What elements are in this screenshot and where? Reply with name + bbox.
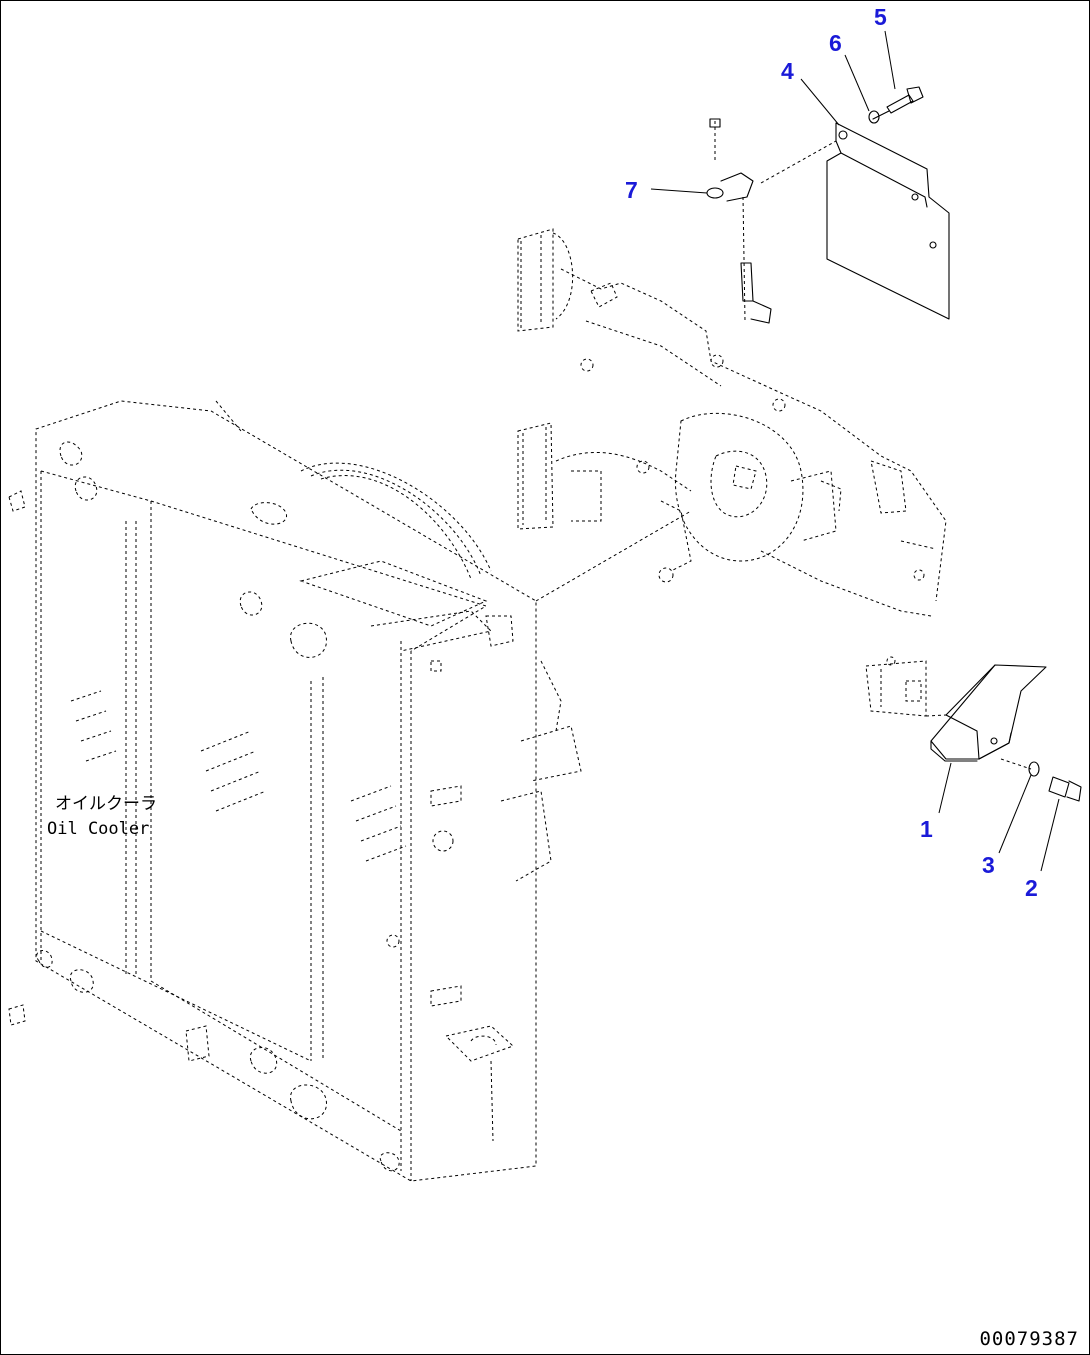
oil-cooler-label-en: Oil Cooler	[47, 819, 149, 839]
fan-frame	[517, 228, 947, 717]
clip-part-7	[706, 118, 772, 324]
bolt-part-2	[1000, 758, 1082, 802]
oil-cooler-label-jp: オイルクーラ	[55, 794, 157, 814]
bolt-part-5	[872, 86, 924, 120]
callout-1: 1	[920, 816, 933, 842]
bracket-plate-part-4	[760, 122, 950, 320]
oil-cooler	[8, 400, 582, 1182]
drawing-number: 00079387	[979, 1328, 1079, 1350]
callout-3: 3	[982, 852, 995, 878]
washer-part-3	[1028, 761, 1040, 777]
bracket-part-1	[925, 664, 1047, 762]
leader-lines	[650, 30, 1060, 872]
callout-4: 4	[781, 58, 794, 84]
callout-2: 2	[1025, 875, 1038, 901]
callout-7: 7	[625, 177, 638, 203]
callout-6: 6	[829, 30, 842, 56]
washer-part-6	[868, 110, 880, 124]
callout-5: 5	[874, 4, 887, 30]
